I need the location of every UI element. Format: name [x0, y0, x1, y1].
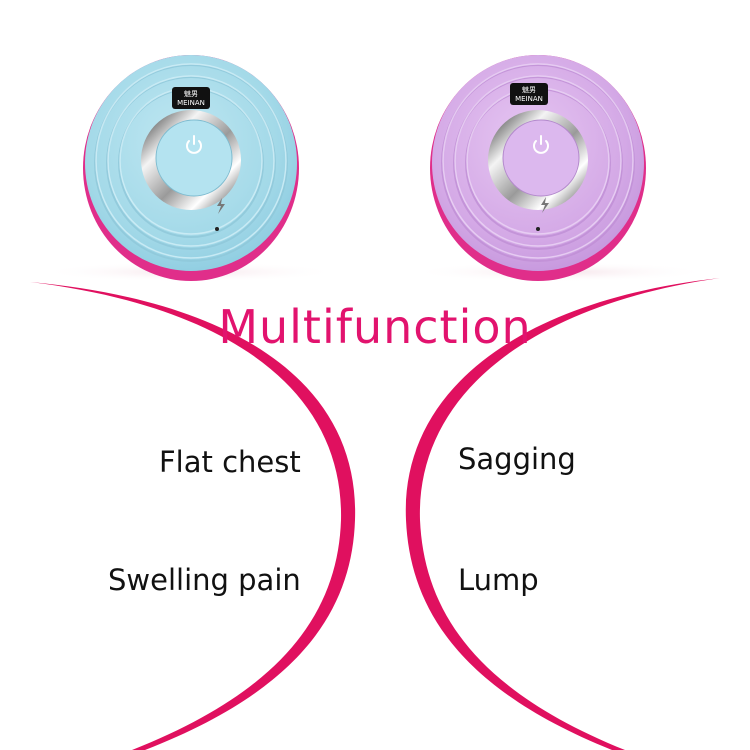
- device-blue: 魅男 MEINAN: [83, 55, 299, 281]
- power-icon[interactable]: [186, 135, 202, 154]
- lightning-icon: [217, 198, 225, 214]
- benefit-sagging: Sagging: [458, 442, 576, 476]
- brand-label: MEINAN: [177, 99, 205, 107]
- brand-cn-label: 魅男: [184, 89, 198, 98]
- brand-label: MEINAN: [515, 95, 543, 103]
- benefit-flat-chest: Flat chest: [159, 445, 301, 479]
- benefit-swelling-pain: Swelling pain: [108, 563, 301, 597]
- lightning-icon: [541, 197, 549, 213]
- benefit-lump: Lump: [458, 563, 539, 597]
- power-icon[interactable]: [533, 135, 549, 154]
- device-purple: 魅男 MEINAN: [430, 55, 646, 281]
- brand-cn-label: 魅男: [522, 85, 536, 94]
- page-title: Multifunction: [218, 300, 532, 354]
